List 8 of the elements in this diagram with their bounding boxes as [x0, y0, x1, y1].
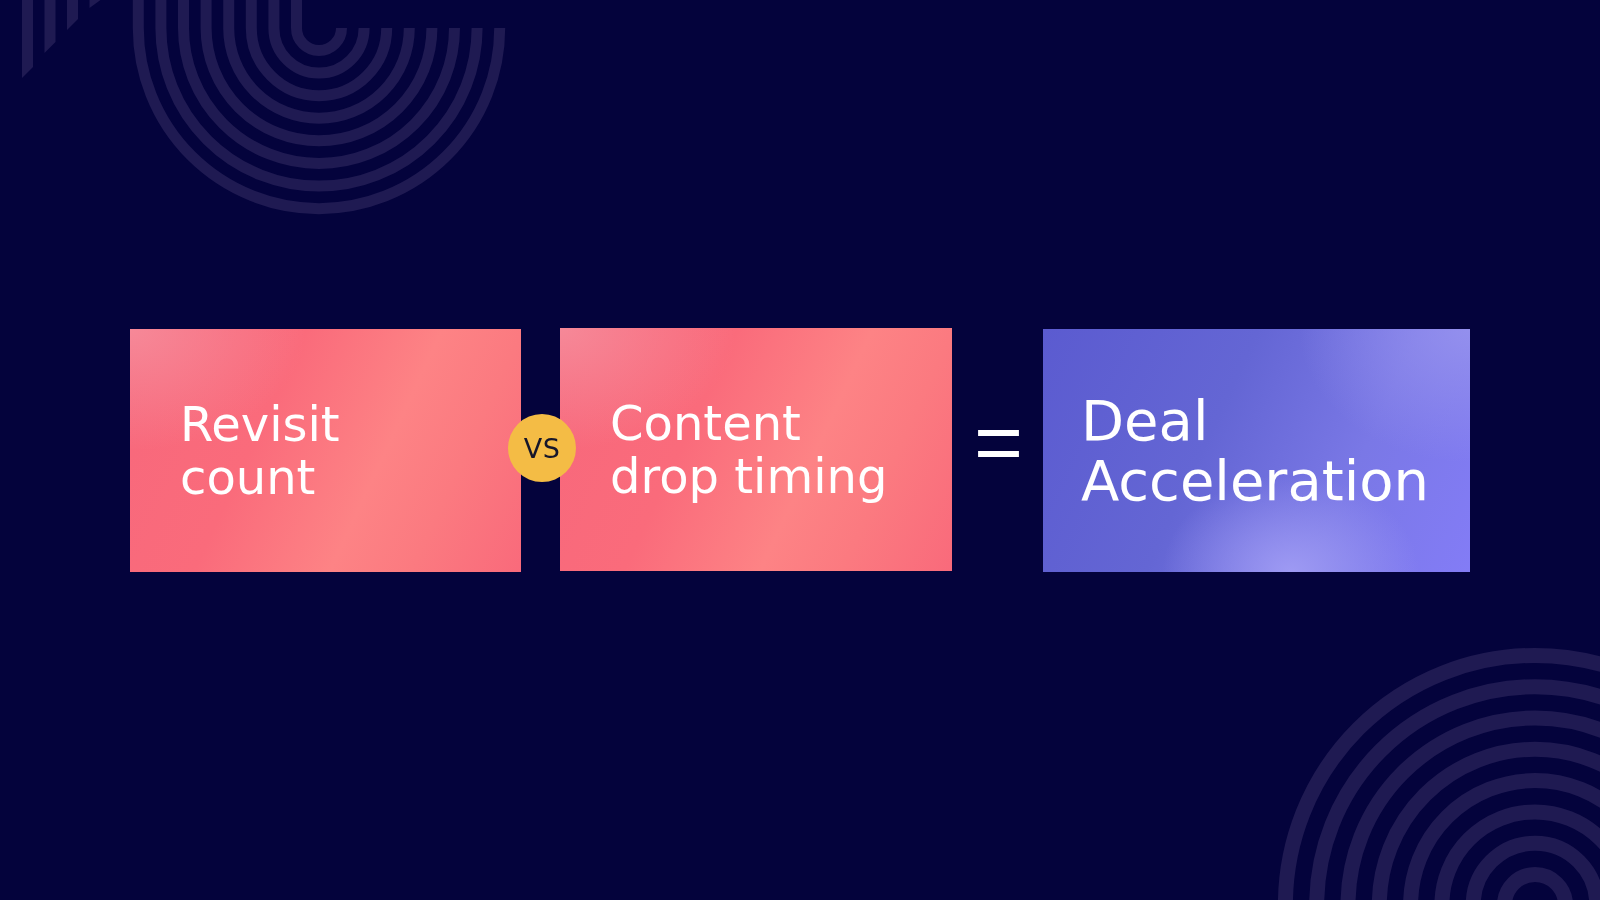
result-card [1043, 329, 1470, 572]
factor-card [560, 328, 952, 571]
card-title: Deal Acceleration [1081, 390, 1430, 511]
card-title: Revisit count [180, 398, 341, 503]
vs-text: VS [523, 434, 561, 462]
card-title: Content drop timing [610, 397, 889, 502]
equals-sign: = [974, 400, 1024, 484]
factor-card [130, 329, 521, 572]
